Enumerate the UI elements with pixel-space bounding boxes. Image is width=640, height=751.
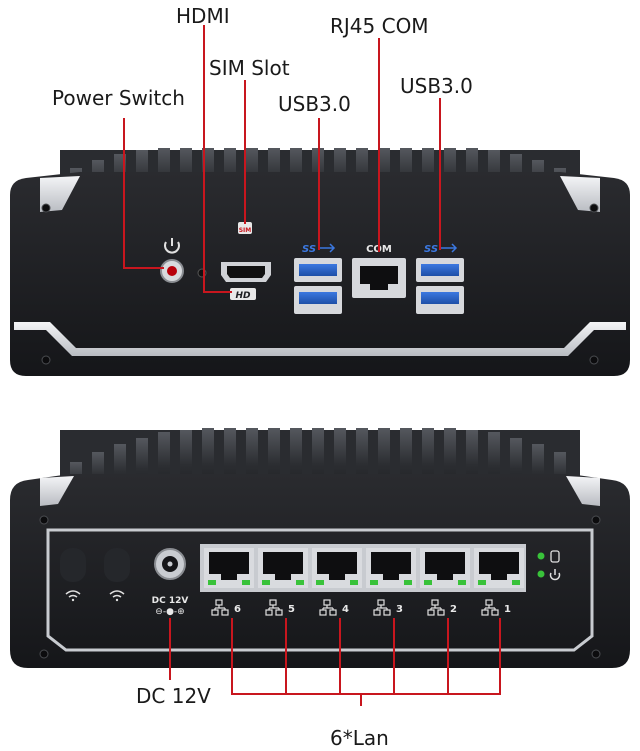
dc-panel-label: DC 12V — [152, 596, 189, 606]
lan-icon — [211, 599, 229, 616]
power-button[interactable] — [160, 259, 184, 283]
lan-icon — [319, 599, 337, 616]
top-right-silver-trim — [560, 176, 600, 212]
lan-port-1[interactable] — [474, 548, 524, 588]
top-callout-lines — [123, 25, 441, 293]
lan-port-6[interactable] — [204, 548, 254, 588]
usb-logo-right: SS — [424, 243, 458, 255]
bottom-unit: DC 12V ⊖-●-⊕ 6 5 4 3 2 1 — [10, 428, 630, 668]
screw — [41, 203, 51, 213]
power-icon — [549, 569, 561, 581]
lan-port-number: 3 — [396, 604, 403, 615]
svg-text:SIM: SIM — [239, 227, 252, 234]
screw — [589, 203, 599, 213]
usb-left-callout-label: USB3.0 — [278, 92, 351, 116]
led-power — [537, 570, 545, 578]
lan-port-number: 4 — [342, 604, 349, 615]
svg-text:SS: SS — [302, 244, 316, 255]
lan-port-2[interactable] — [420, 548, 470, 588]
screw — [589, 355, 599, 365]
dc-polarity-symbol: ⊖-●-⊕ — [155, 607, 184, 617]
led-hdd — [537, 552, 545, 560]
svg-text:HD: HD — [235, 291, 251, 301]
lan-port-number: 6 — [234, 604, 241, 615]
top-bottom-silver-stripe — [14, 322, 626, 356]
lan-port-3[interactable] — [366, 548, 416, 588]
lan-port-number: 2 — [450, 604, 457, 615]
lan-icon — [265, 599, 283, 616]
screw — [39, 649, 49, 659]
wifi-icon — [109, 590, 125, 602]
hd-icon: HD — [230, 288, 256, 301]
usb-port-right-bottom[interactable] — [416, 286, 464, 314]
dc-12v-callout-label: DC 12V — [136, 684, 211, 708]
antenna-port-2[interactable] — [104, 548, 130, 582]
wifi-icon — [65, 590, 81, 602]
screw — [39, 515, 49, 525]
lan-block-housing — [200, 544, 526, 592]
lan-icon — [481, 599, 499, 616]
usb-port-left-bottom[interactable] — [294, 286, 342, 314]
lan-port-4[interactable] — [312, 548, 362, 588]
lan-icon — [427, 599, 445, 616]
lan-callout-label: 6*Lan — [330, 726, 389, 750]
svg-text:SS: SS — [424, 244, 438, 255]
rj45-com-port[interactable] — [352, 258, 406, 298]
top-left-silver-trim — [40, 176, 80, 212]
bottom-callout-lines — [169, 618, 501, 706]
bottom-right-silver-trim — [566, 476, 600, 506]
rj45-com-callout-label: RJ45 COM — [330, 14, 429, 38]
lan-icon — [373, 599, 391, 616]
usb-right-callout-label: USB3.0 — [400, 74, 473, 98]
screw — [591, 515, 601, 525]
hdd-icon — [550, 550, 560, 563]
dc-jack[interactable] — [154, 548, 186, 580]
sim-icon: SIM — [238, 222, 252, 234]
usb-logo-left: SS — [302, 243, 336, 255]
usb-port-left-top[interactable] — [294, 258, 342, 282]
sim-slot-callout-label: SIM Slot — [209, 56, 290, 80]
power-icon — [164, 238, 180, 254]
lan-port-number: 1 — [504, 604, 511, 615]
screw — [591, 649, 601, 659]
bottom-left-silver-trim — [40, 476, 74, 506]
usb-port-right-top[interactable] — [416, 258, 464, 282]
bottom-silver-frame — [46, 528, 594, 652]
hdmi-port[interactable] — [221, 262, 271, 282]
screw — [41, 355, 51, 365]
hdmi-callout-label: HDMI — [176, 4, 230, 28]
power-switch-callout-label: Power Switch — [52, 86, 185, 110]
antenna-port-1[interactable] — [60, 548, 86, 582]
lan-port-number: 5 — [288, 604, 295, 615]
lan-port-5[interactable] — [258, 548, 308, 588]
